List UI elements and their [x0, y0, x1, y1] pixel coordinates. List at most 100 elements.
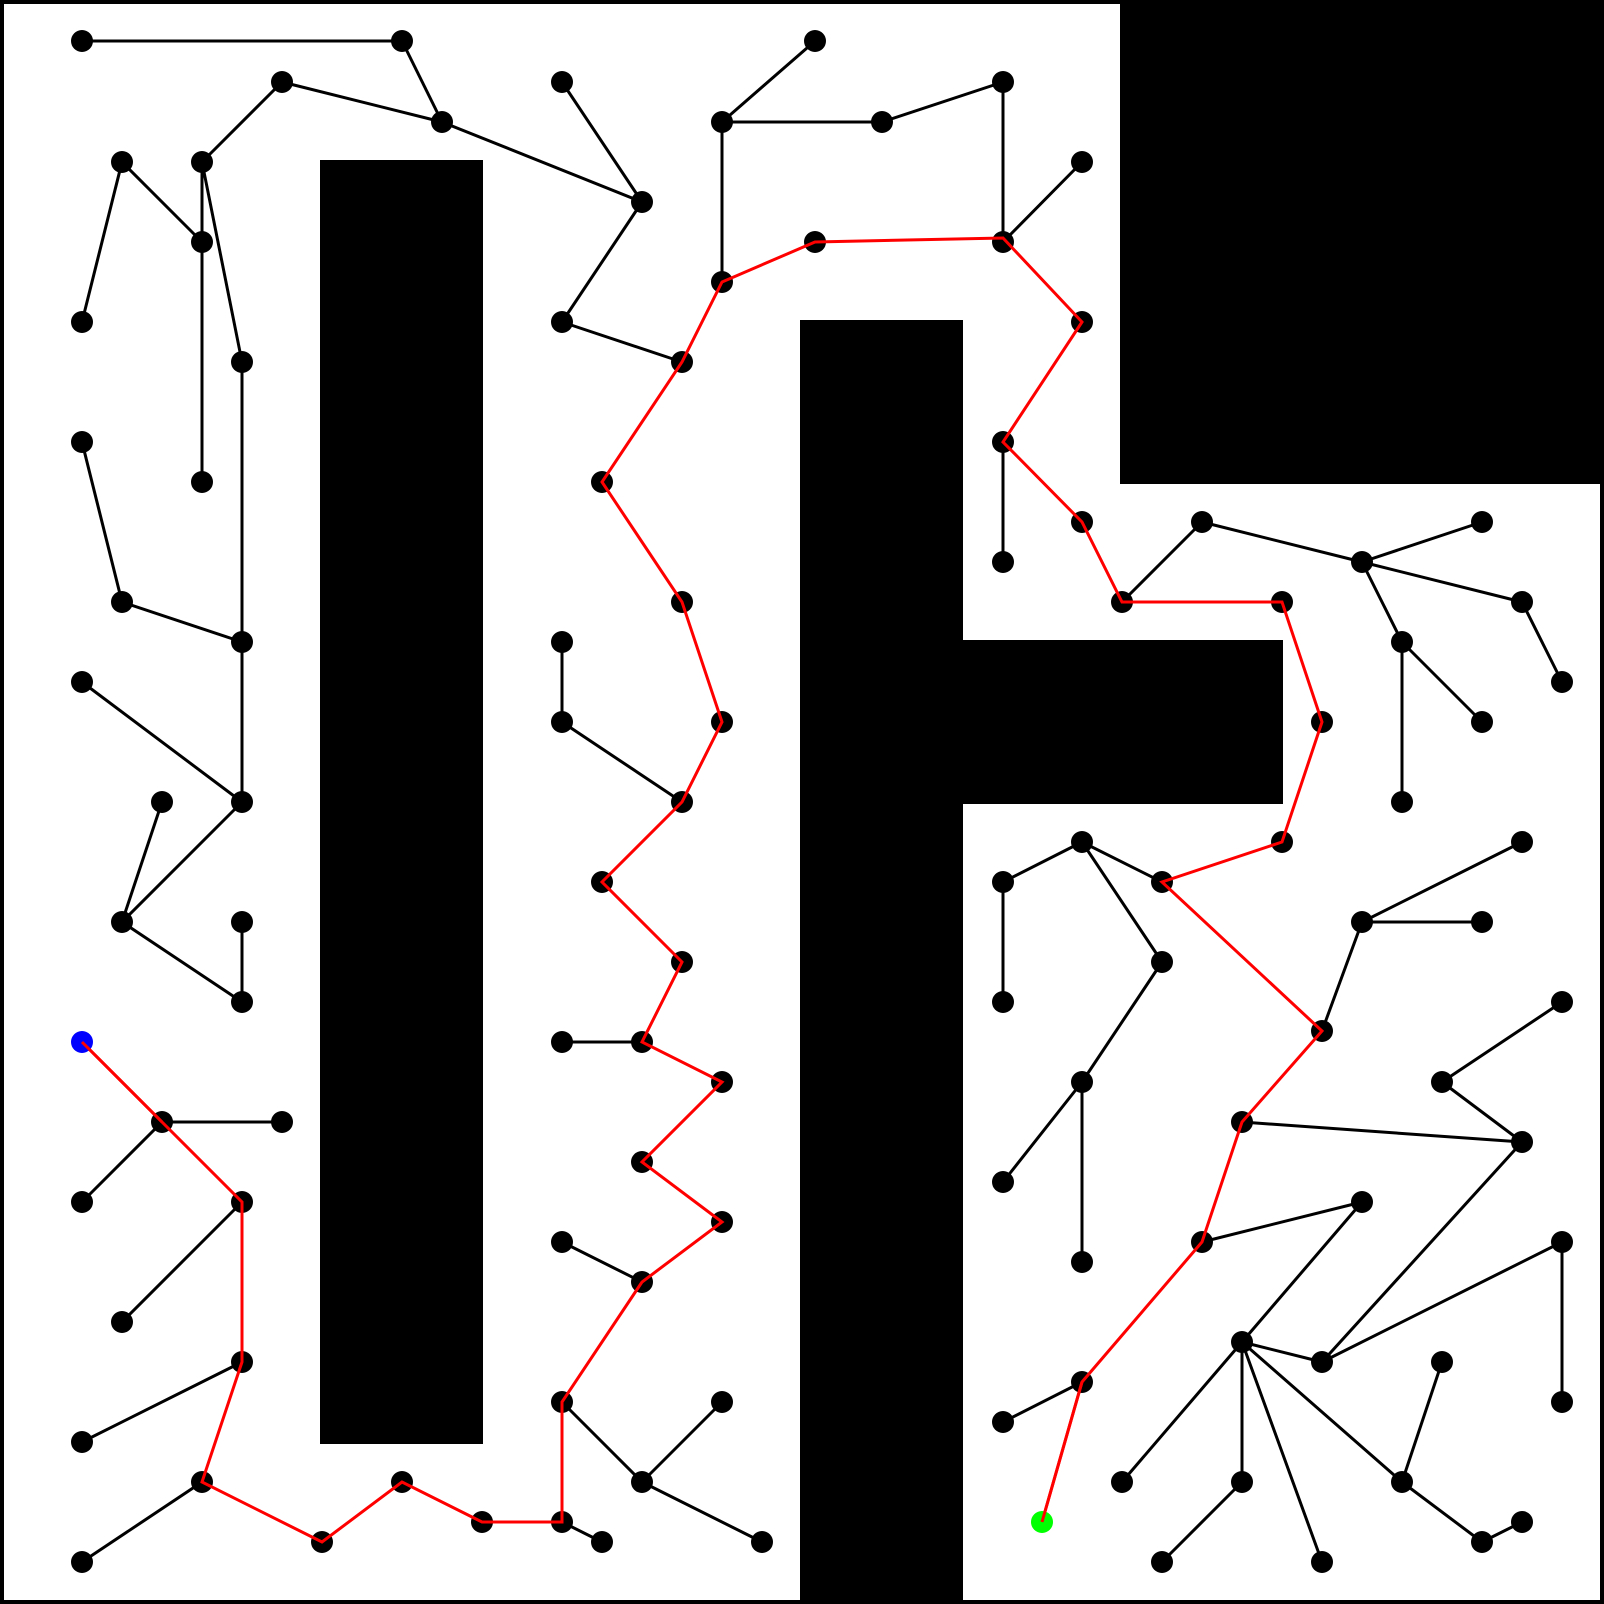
tree-edge: [1001, 1081, 1084, 1183]
tree-node: [992, 1411, 1014, 1433]
tree-node: [1551, 1231, 1573, 1253]
tree-edge: [200, 80, 284, 164]
tree-edge: [120, 160, 204, 244]
tree-edge: [1400, 1361, 1444, 1483]
tree-edge: [1400, 640, 1484, 724]
tree-node: [391, 30, 413, 52]
tree-edge: [1201, 1200, 1363, 1244]
tree-edge: [561, 1240, 643, 1284]
tree-edge: [80, 441, 124, 603]
tree-node: [551, 711, 573, 733]
tree-node: [871, 111, 893, 133]
tree-node: [751, 1531, 773, 1553]
tree-node: [551, 311, 573, 333]
tree-node: [551, 1031, 573, 1053]
tree-edge: [400, 40, 444, 123]
tree-node: [992, 1171, 1014, 1193]
tree-node: [1471, 511, 1493, 533]
tree-edge: [641, 1480, 763, 1544]
tree-node: [1231, 1331, 1253, 1353]
tree-node: [1071, 151, 1093, 173]
endpoint-markers: [71, 1031, 1084, 1533]
tree-node: [71, 431, 93, 453]
tree-edge: [721, 39, 816, 124]
tree-node: [1351, 551, 1373, 573]
tree-node: [631, 191, 653, 213]
tree-node: [1511, 831, 1533, 853]
tree-node: [992, 551, 1014, 573]
obstacles: [320, 0, 1604, 1604]
tree-node: [1311, 1551, 1333, 1573]
tree-edge: [561, 320, 683, 364]
tree-node: [71, 671, 93, 693]
tree-node: [111, 911, 133, 933]
tree-edge: [1080, 841, 1164, 963]
tree-node: [1071, 1251, 1093, 1273]
tree-node: [591, 1531, 613, 1553]
tree-edge: [1320, 1140, 1524, 1364]
path-end-segment: [1040, 1381, 1084, 1523]
tree-node: [804, 30, 826, 52]
tree-node: [1511, 1511, 1533, 1533]
tree-node: [151, 791, 173, 813]
tree-edge: [80, 1120, 164, 1204]
tree-node: [1151, 1551, 1173, 1573]
tree-edge: [1520, 601, 1564, 683]
tree-node: [1551, 991, 1573, 1013]
tree-edge: [1441, 1080, 1523, 1144]
tree-node: [992, 71, 1014, 93]
tree-node: [71, 30, 93, 52]
tree-edge: [1361, 840, 1523, 924]
tree-node: [1191, 511, 1213, 533]
tree-edge: [120, 1200, 244, 1324]
tree-node: [71, 1191, 93, 1213]
tree-node: [1151, 951, 1173, 973]
tree-node: [271, 1111, 293, 1133]
tree-edge: [1241, 1340, 1403, 1484]
obstacle-center-pillar: [800, 320, 963, 1604]
tree-edge: [81, 1480, 203, 1564]
tree-node: [231, 791, 253, 813]
tree-edge: [121, 600, 243, 644]
tree-node: [551, 71, 573, 93]
path-start-segment: [80, 1040, 164, 1124]
tree-edge: [120, 801, 164, 923]
tree-node: [111, 151, 133, 173]
tree-node: [1231, 1471, 1253, 1493]
tree-node: [71, 311, 93, 333]
solution-path: [80, 236, 1325, 1544]
tree-node: [1431, 1071, 1453, 1093]
tree-node: [231, 911, 253, 933]
tree-edge: [1120, 1341, 1244, 1483]
tree-edge: [1320, 921, 1364, 1032]
tree-node: [271, 71, 293, 93]
path-line: [80, 236, 1325, 1544]
tree-node: [1111, 1471, 1133, 1493]
tree-node: [1071, 831, 1093, 853]
tree-edge: [1120, 520, 1204, 604]
tree-node: [191, 231, 213, 253]
tree-node: [111, 1311, 133, 1333]
tree-edge: [1321, 1240, 1563, 1364]
tree-edges: [80, 39, 1564, 1564]
tree-edge: [1002, 1380, 1083, 1424]
tree-edge: [560, 201, 644, 323]
tree-edge: [1241, 1340, 1323, 1364]
tree-edge: [1401, 1480, 1483, 1544]
tree-edge: [200, 161, 244, 363]
tree-node: [1471, 911, 1493, 933]
obstacle-top-right-block: [1120, 0, 1604, 484]
tree-node: [1471, 711, 1493, 733]
tree-node: [1431, 1351, 1453, 1373]
tree-node: [1471, 1531, 1493, 1553]
tree-edge: [640, 1400, 724, 1484]
tree-node: [1551, 1391, 1573, 1413]
tree-node: [551, 631, 573, 653]
tree-edge: [1360, 561, 1404, 643]
tree-edge: [80, 161, 124, 323]
tree-edge: [1240, 1201, 1364, 1343]
tree-node: [111, 591, 133, 613]
tree-edge: [1441, 1000, 1563, 1084]
obstacle-left-pillar: [320, 160, 483, 1444]
